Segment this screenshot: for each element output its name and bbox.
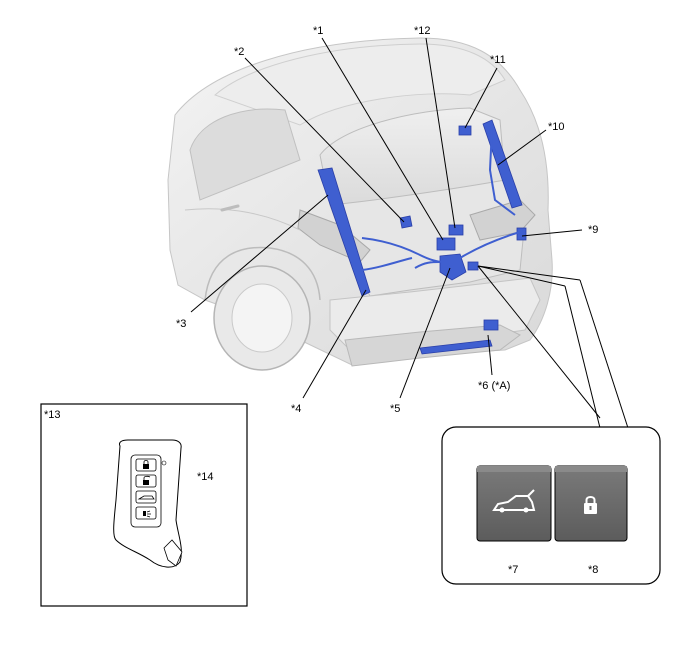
wire-harness [361, 127, 521, 271]
zoom-line-left [477, 265, 601, 419]
side-window [189, 108, 301, 201]
leader-2 [244, 57, 405, 223]
leader-3 [190, 194, 329, 313]
callout-6: *6 (*A) [478, 380, 510, 392]
components [317, 119, 527, 355]
leader-6 [487, 334, 493, 376]
fob-button-lock[interactable] [135, 458, 157, 472]
fob-indicator [161, 460, 167, 466]
leader-12 [425, 37, 456, 229]
component-11 [458, 125, 472, 136]
callout-10: *10 [548, 121, 565, 133]
leader-9 [521, 229, 583, 237]
leader-5 [399, 267, 451, 399]
lock-icon [584, 496, 597, 514]
callout-7: *7 [508, 564, 518, 576]
liftgate-switch-7[interactable] [476, 465, 552, 542]
rear-wheel-hub [231, 283, 293, 353]
component-10 [482, 119, 523, 209]
callout-2: *2 [234, 46, 244, 58]
component-9 [516, 227, 527, 241]
vehicle-roof [214, 43, 506, 126]
callout-labels: *1 *2 *3 *4 *5 *6 (*A) *7 *8 *9 *10 *11 … [44, 25, 598, 576]
component-switch [467, 261, 479, 271]
body-line [184, 208, 301, 231]
component-6 [419, 339, 493, 355]
component-12 [448, 224, 464, 236]
key-fob-blade [163, 539, 183, 567]
leader-10 [497, 129, 547, 166]
fob-button-unlock[interactable] [135, 474, 157, 488]
leader-4 [302, 289, 367, 399]
callout-13: *13 [44, 409, 61, 421]
callout-5: *5 [390, 403, 400, 415]
zoom-line-right-b [564, 285, 601, 429]
callout-11: *11 [490, 54, 506, 66]
callout-12: *12 [414, 25, 431, 37]
leader-11 [464, 67, 498, 129]
lower-diffuser [344, 324, 521, 367]
leader-lines [154, 37, 629, 560]
component-5 [439, 253, 467, 281]
zoom-line-left-b [477, 265, 581, 281]
callout-9: *9 [588, 224, 598, 236]
callout-4: *4 [291, 403, 301, 415]
zoom-line-right [477, 265, 566, 287]
fob-button-liftgate[interactable] [135, 490, 157, 504]
callout-14: *14 [197, 471, 214, 483]
callout-8: *8 [588, 564, 598, 576]
zoom-line-mid [579, 279, 629, 429]
callout-3: *3 [176, 318, 186, 330]
door-handle [220, 204, 240, 212]
key-fob-inset [40, 403, 248, 607]
liftgate-icon [492, 489, 536, 513]
leader-1 [321, 37, 444, 241]
component-3 [317, 167, 371, 297]
fob-button-panic[interactable] [135, 506, 157, 520]
switch-detail-inset [441, 426, 661, 585]
component-6-box [483, 319, 499, 331]
component-2 [399, 215, 413, 229]
lock-switch-8[interactable] [554, 465, 628, 542]
component-1 [436, 237, 456, 251]
wheel-arch [204, 246, 321, 301]
callout-1: *1 [313, 25, 323, 37]
